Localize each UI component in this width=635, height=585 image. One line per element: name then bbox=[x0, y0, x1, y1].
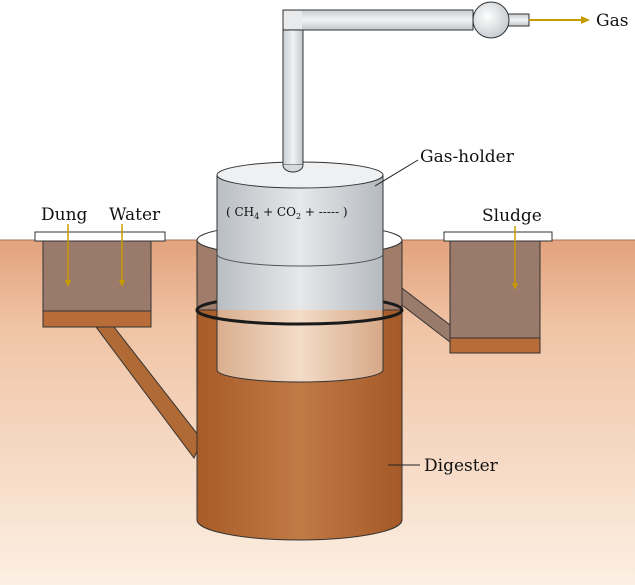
gas-holder-bottom bbox=[216, 369, 384, 383]
gas-pipe-end bbox=[282, 164, 304, 173]
water-label: Water bbox=[109, 205, 161, 225]
formula-ch4-subscript: 4 bbox=[254, 212, 259, 221]
dung-label: Dung bbox=[41, 205, 88, 225]
digester-label: Digester bbox=[424, 456, 499, 476]
formula-rest: + ----- ) bbox=[301, 205, 347, 219]
gas-holder-drum bbox=[195, 161, 404, 383]
water-arrow-head bbox=[119, 280, 125, 287]
gas-holder-upper bbox=[217, 175, 383, 310]
sludge-label: Sludge bbox=[482, 206, 542, 226]
gas-arrow-head bbox=[581, 16, 590, 24]
gas-holder-label: Gas-holder bbox=[420, 147, 515, 167]
gas-pipe-elbow bbox=[284, 11, 302, 29]
gas-label: Gas bbox=[596, 11, 628, 31]
gas-holder-band bbox=[216, 253, 384, 267]
sludge-arrow-head bbox=[512, 283, 518, 290]
outlet-tank bbox=[397, 231, 553, 354]
gas-formula: ( CH4 + CO2 + ----- ) bbox=[226, 205, 348, 221]
slurry-ring-front bbox=[195, 309, 404, 326]
inlet-lid bbox=[34, 231, 166, 242]
inlet-tank bbox=[34, 231, 203, 459]
formula-co2: + CO bbox=[259, 205, 296, 219]
outlet-slurry bbox=[449, 337, 541, 354]
inlet-slurry bbox=[42, 310, 152, 328]
formula-co2-subscript: 2 bbox=[296, 212, 301, 221]
gas-pipe-horizontal bbox=[282, 9, 474, 31]
gas-valve bbox=[472, 1, 510, 39]
flow-arrows bbox=[65, 224, 518, 290]
dung-arrow-head bbox=[65, 280, 71, 287]
outlet-pit bbox=[449, 240, 541, 339]
outlet-lid bbox=[443, 231, 553, 242]
gas-pipe-vertical bbox=[282, 11, 304, 166]
formula-open: ( CH bbox=[226, 205, 254, 219]
inlet-pit bbox=[42, 240, 152, 312]
gas-holder-lower bbox=[217, 310, 383, 382]
gas-holder-leader bbox=[374, 159, 419, 187]
gas-pipe bbox=[282, 1, 590, 173]
